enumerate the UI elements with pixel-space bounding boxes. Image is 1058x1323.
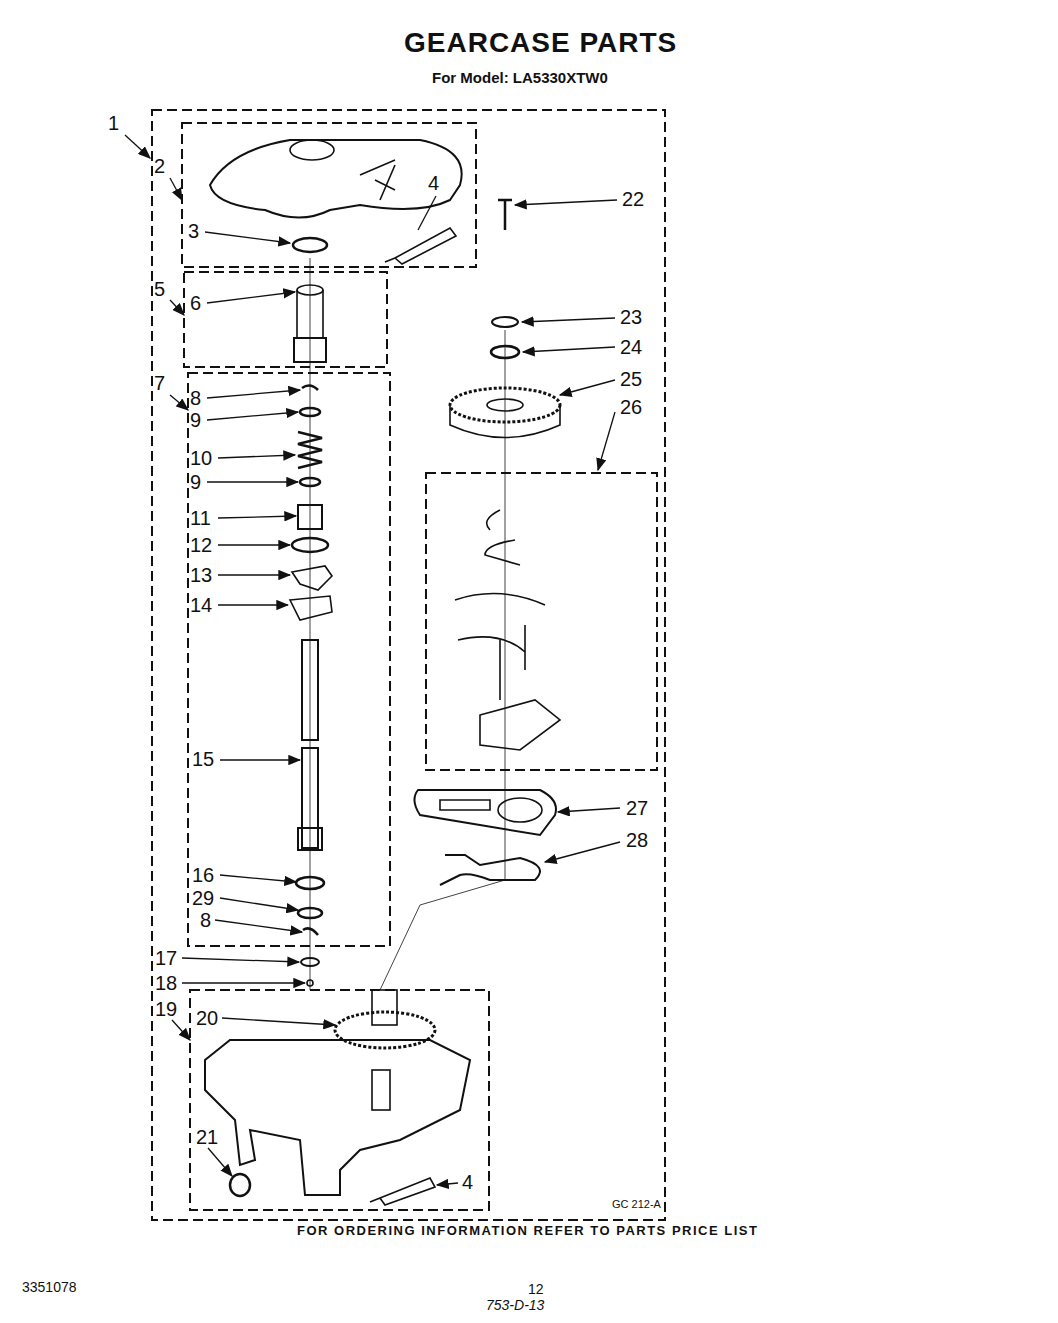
callout-number: 8 xyxy=(200,909,211,931)
document-number: 3351078 xyxy=(22,1280,77,1295)
callout-number: 29 xyxy=(192,887,214,909)
callout-number: 5 xyxy=(154,278,165,300)
callout-number: 14 xyxy=(190,594,212,616)
callout-number: 4 xyxy=(428,172,439,194)
callout-number: 10 xyxy=(190,447,212,469)
callout-number: 8 xyxy=(190,387,201,409)
drawing-code: GC 212-A xyxy=(612,1198,661,1210)
callout-number: 4 xyxy=(462,1171,473,1193)
callout-number: 3 xyxy=(188,220,199,242)
callout-number: 6 xyxy=(190,292,201,314)
callout-number: 11 xyxy=(190,507,211,529)
callout-number: 1 xyxy=(108,112,119,134)
callout-number: 26 xyxy=(620,396,642,418)
callout-number: 17 xyxy=(155,947,177,969)
callout-number: 28 xyxy=(626,829,648,851)
handwritten-note: 753-D-13 xyxy=(486,1298,544,1313)
callout-number: 21 xyxy=(196,1126,218,1148)
callout-number: 15 xyxy=(192,748,214,770)
callout-number: 2 xyxy=(154,155,165,177)
callout-number: 20 xyxy=(196,1007,218,1029)
callout-number: 9 xyxy=(190,471,201,493)
page-number: 12 xyxy=(528,1282,544,1297)
callout-number: 19 xyxy=(155,998,177,1020)
callout-number: 7 xyxy=(154,372,165,394)
callout-number: 25 xyxy=(620,368,642,390)
callout-number: 27 xyxy=(626,797,648,819)
callout-number: 13 xyxy=(190,564,212,586)
callout-number: 9 xyxy=(190,409,201,431)
callout-number: 18 xyxy=(155,972,177,994)
ordering-note: FOR ORDERING INFORMATION REFER TO PARTS … xyxy=(297,1224,758,1238)
model-number: For Model: LA5330XTW0 xyxy=(432,70,608,87)
callout-number: 22 xyxy=(622,188,644,210)
diagram-title: GEARCASE PARTS xyxy=(404,28,677,59)
callout-number: 23 xyxy=(620,306,642,328)
callout-number: 16 xyxy=(192,864,214,886)
callout-number: 24 xyxy=(620,336,642,358)
callout-number: 12 xyxy=(190,534,212,556)
